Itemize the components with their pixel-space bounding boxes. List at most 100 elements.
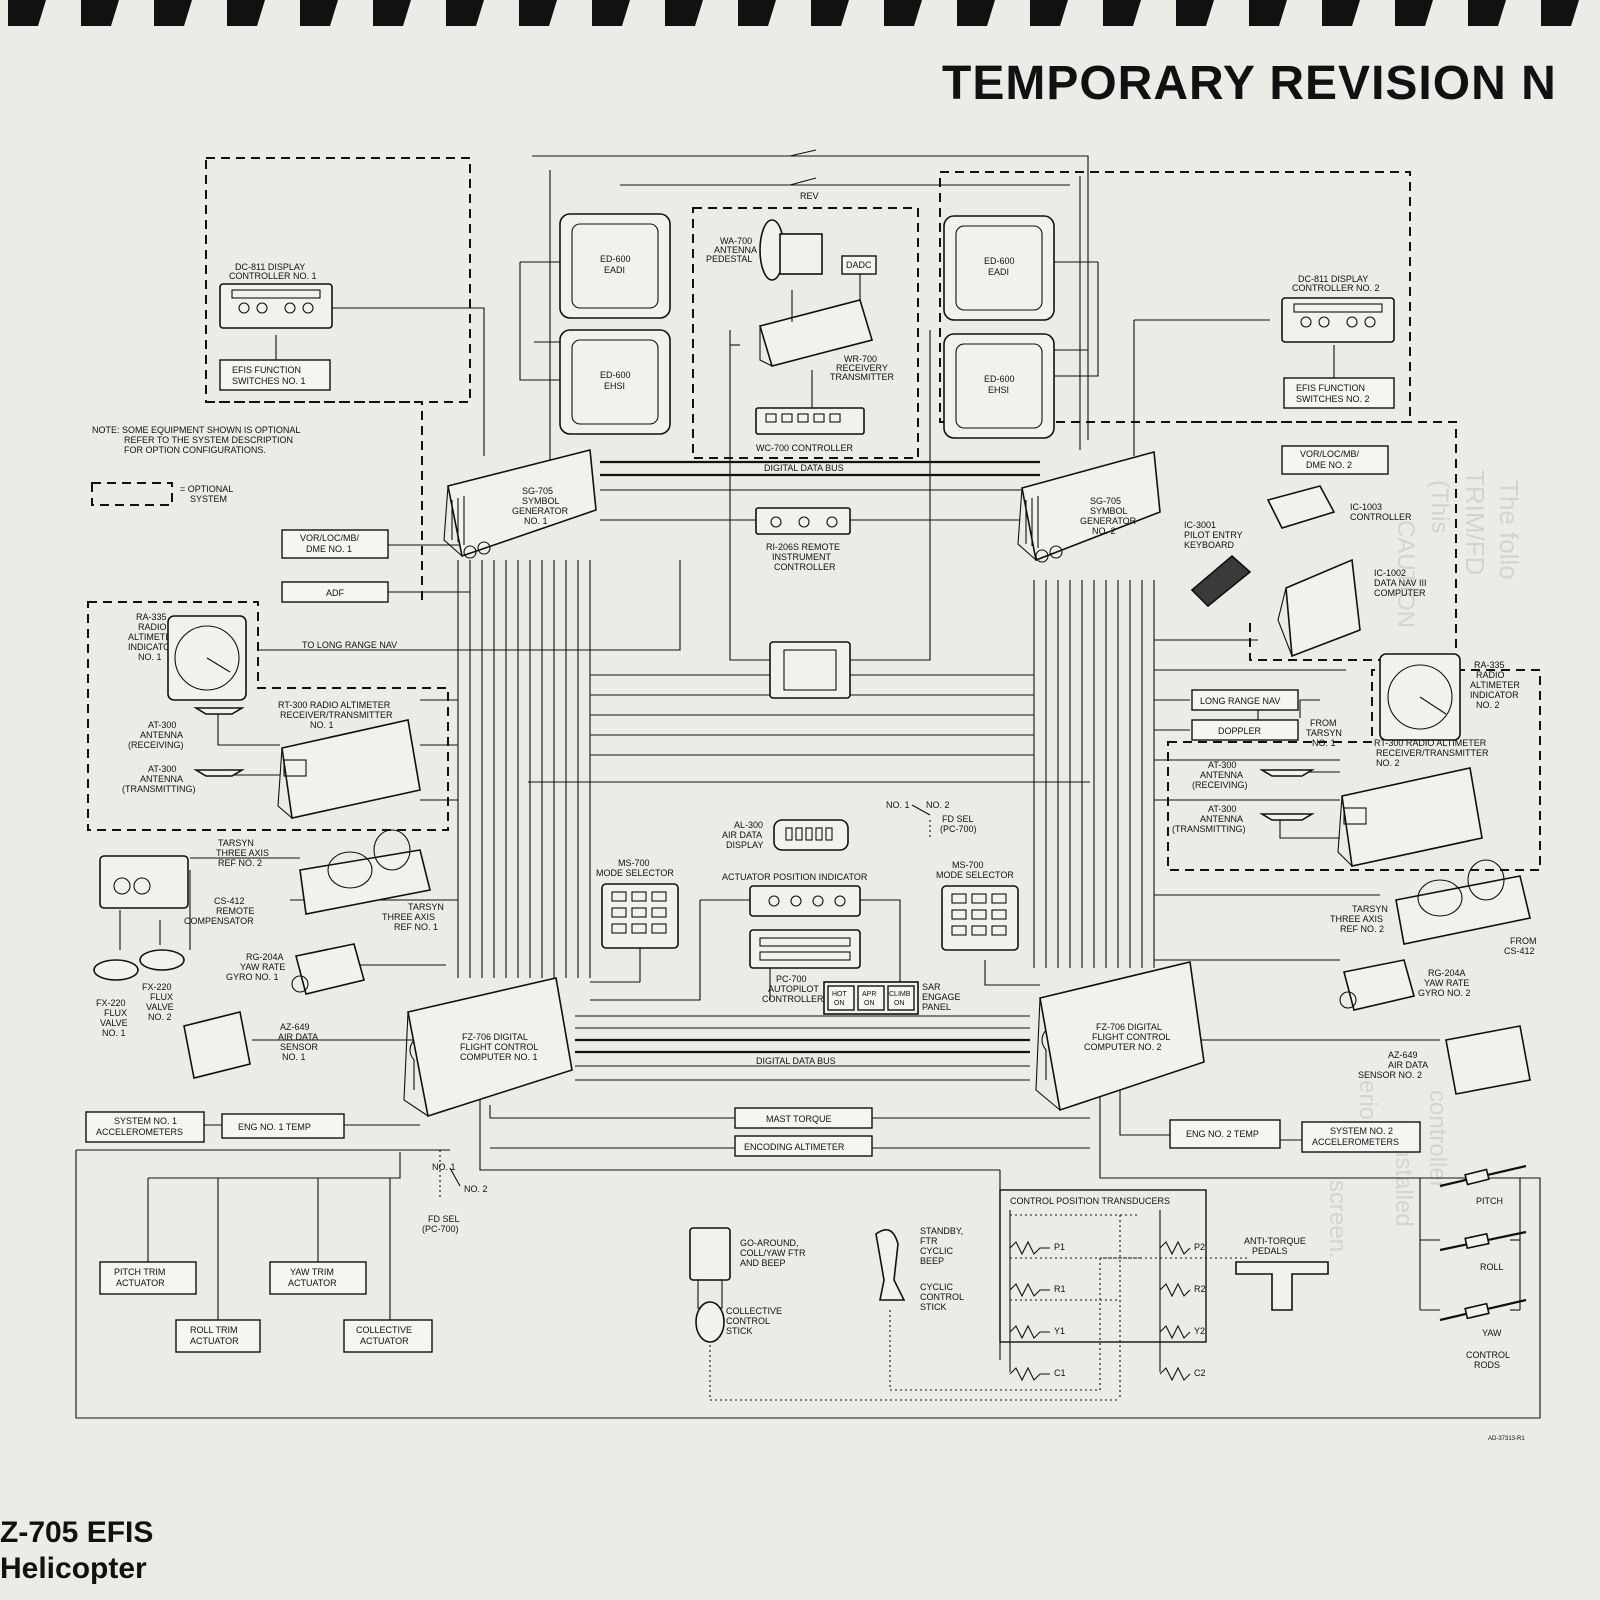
from-tarsyn-no1-label: FROM TARSYN NO. 1 <box>1306 718 1342 748</box>
svg-text:IC-1002: IC-1002 <box>1374 568 1406 578</box>
pc700-autopilot-controller: PC-700 AUTOPILOT CONTROLLER <box>749 929 861 1004</box>
svg-text:NO. 1: NO. 1 <box>524 516 548 526</box>
optional-equipment-note: NOTE: SOME EQUIPMENT SHOWN IS OPTIONAL R… <box>92 425 300 455</box>
svg-text:AT-300: AT-300 <box>1208 804 1236 814</box>
svg-text:YAW TRIM: YAW TRIM <box>290 1267 334 1277</box>
svg-text:SWITCHES NO. 1: SWITCHES NO. 1 <box>232 376 306 386</box>
binding-loop <box>1395 0 1433 26</box>
svg-text:RG-204A: RG-204A <box>246 952 284 962</box>
svg-text:SYSTEM NO. 1: SYSTEM NO. 1 <box>114 1116 177 1126</box>
svg-text:FLIGHT CONTROL: FLIGHT CONTROL <box>1092 1032 1170 1042</box>
svg-text:ADF: ADF <box>326 588 345 598</box>
svg-text:VALVE: VALVE <box>100 1018 128 1028</box>
faint-line: The follo <box>1494 480 1524 580</box>
svg-text:CONTROLLER: CONTROLLER <box>762 994 824 1004</box>
svg-text:CS-412: CS-412 <box>214 896 245 906</box>
svg-text:FTR: FTR <box>920 1236 938 1246</box>
svg-text:COMPUTER NO. 2: COMPUTER NO. 2 <box>1084 1042 1162 1052</box>
at300-antenna-transmitting-1: AT-300 ANTENNA (TRANSMITTING) <box>122 764 245 794</box>
wc700-controller: WC-700 CONTROLLER <box>755 407 865 453</box>
binding-loop <box>519 0 557 26</box>
yaw-trim-actuator: YAW TRIM ACTUATOR <box>269 1261 367 1295</box>
ic1002-data-nav-computer: IC-1002 DATA NAV III COMPUTER <box>1277 558 1427 658</box>
binding-loop <box>373 0 411 26</box>
svg-text:TARSYN: TARSYN <box>1352 904 1388 914</box>
binding-loop <box>1030 0 1068 26</box>
svg-text:STANDBY,: STANDBY, <box>920 1226 963 1236</box>
svg-text:EFIS FUNCTION: EFIS FUNCTION <box>1296 383 1365 393</box>
svg-text:RT-300 RADIO ALTIMETER: RT-300 RADIO ALTIMETER <box>1374 738 1487 748</box>
anti-torque-pedals: ANTI-TORQUE PEDALS <box>1235 1236 1329 1311</box>
svg-text:CONTROLLER NO. 1: CONTROLLER NO. 1 <box>229 271 317 281</box>
svg-text:DME NO. 2: DME NO. 2 <box>1306 460 1352 470</box>
svg-text:FD SEL: FD SEL <box>428 1214 460 1224</box>
svg-text:ON: ON <box>894 1000 905 1007</box>
svg-text:GENERATOR: GENERATOR <box>1080 516 1137 526</box>
svg-text:RECEIVER/TRANSMITTER: RECEIVER/TRANSMITTER <box>1376 748 1489 758</box>
sg2-fz2-bus <box>1033 580 1155 968</box>
svg-text:MODE SELECTOR: MODE SELECTOR <box>596 868 674 878</box>
svg-text:ACTUATOR POSITION INDICATOR: ACTUATOR POSITION INDICATOR <box>722 872 868 882</box>
faint-line: CAUTION <box>1392 520 1419 628</box>
svg-text:NO. 1: NO. 1 <box>310 720 334 730</box>
sar-engage-panel: HOT ON APR ON CLIMB ON SAR ENGAGE PANEL <box>823 981 961 1015</box>
svg-text:COMPENSATOR: COMPENSATOR <box>184 916 254 926</box>
svg-text:EHSI: EHSI <box>988 385 1009 395</box>
svg-text:NOTE: SOME EQUIPMENT SHOWN IS: NOTE: SOME EQUIPMENT SHOWN IS OPTIONAL <box>92 425 300 435</box>
svg-text:AUTOPILOT: AUTOPILOT <box>768 984 819 994</box>
svg-text:Y2: Y2 <box>1194 1326 1205 1336</box>
tarsyn-three-axis-ref-2: TARSYN THREE AXIS REF NO. 2 FROM CS-412 <box>1330 859 1537 956</box>
system-1-accelerometers: SYSTEM NO. 1 ACCELEROMETERS <box>85 1111 205 1143</box>
svg-text:FX-220: FX-220 <box>142 982 172 992</box>
bleed-through-text: The follo TRIM/FD (This CAUTION eriod s … <box>1324 470 1524 1259</box>
svg-text:CYCLIC: CYCLIC <box>920 1282 954 1292</box>
svg-text:GENERATOR: GENERATOR <box>512 506 569 516</box>
svg-text:APR: APR <box>862 991 876 998</box>
svg-text:AZ-649: AZ-649 <box>280 1022 310 1032</box>
svg-text:SG-705: SG-705 <box>522 486 553 496</box>
svg-text:AZ-649: AZ-649 <box>1388 1050 1418 1060</box>
svg-text:TRANSMITTER: TRANSMITTER <box>830 372 894 382</box>
binding-loop <box>1468 0 1506 26</box>
svg-text:COLLECTIVE: COLLECTIVE <box>726 1306 782 1316</box>
svg-text:(TRANSMITTING): (TRANSMITTING) <box>122 784 196 794</box>
svg-text:RADIO: RADIO <box>1476 670 1505 680</box>
eng-2-temp: ENG NO. 2 TEMP <box>1169 1119 1281 1149</box>
svg-text:ANTENNA: ANTENNA <box>140 730 183 740</box>
svg-text:ACCELEROMETERS: ACCELEROMETERS <box>1312 1137 1399 1147</box>
svg-text:PEDESTAL: PEDESTAL <box>706 254 752 264</box>
svg-text:COMPUTER NO. 1: COMPUTER NO. 1 <box>460 1052 538 1062</box>
svg-text:THREE AXIS: THREE AXIS <box>382 912 435 922</box>
svg-text:FD SEL: FD SEL <box>942 814 974 824</box>
svg-text:P2: P2 <box>1194 1242 1205 1252</box>
rt300-radio-altimeter-rt-2: RT-300 RADIO ALTIMETER RECEIVER/TRANSMIT… <box>1337 738 1489 867</box>
adf-box: ADF <box>281 581 389 603</box>
svg-text:NO. 1: NO. 1 <box>282 1052 306 1062</box>
svg-text:REF NO. 1: REF NO. 1 <box>394 922 438 932</box>
svg-text:R2: R2 <box>1194 1284 1206 1294</box>
svg-text:STICK: STICK <box>920 1302 947 1312</box>
long-range-nav-box: LONG RANGE NAV <box>1191 689 1299 711</box>
encoding-altimeter: ENCODING ALTIMETER <box>734 1135 873 1157</box>
binding-loop <box>592 0 630 26</box>
fx220-flux-valve-1: FX-220 FLUX VALVE NO. 1 <box>93 959 139 1038</box>
svg-text:Y1: Y1 <box>1054 1326 1065 1336</box>
binding-loop <box>446 0 484 26</box>
binding-loop <box>1103 0 1141 26</box>
rg204a-yaw-rate-gyro-1: RG-204A YAW RATE GYRO NO. 1 <box>226 943 365 995</box>
system-2-accelerometers: SYSTEM NO. 2 ACCELEROMETERS <box>1301 1121 1421 1153</box>
digital-data-bus-bottom-label: DIGITAL DATA BUS <box>756 1056 836 1066</box>
svg-text:P1: P1 <box>1054 1242 1065 1252</box>
svg-text:AL-300: AL-300 <box>734 820 763 830</box>
at300-antenna-receiving-2: AT-300 ANTENNA (RECEIVING) <box>1192 760 1315 790</box>
svg-text:CLIMB: CLIMB <box>889 991 911 998</box>
svg-text:CYCLIC: CYCLIC <box>920 1246 954 1256</box>
svg-text:IC-3001: IC-3001 <box>1184 520 1216 530</box>
svg-text:ACCELEROMETERS: ACCELEROMETERS <box>96 1127 183 1137</box>
svg-text:CONTROLLER: CONTROLLER <box>1350 512 1412 522</box>
svg-text:FZ-706 DIGITAL: FZ-706 DIGITAL <box>462 1032 528 1042</box>
at300-antenna-transmitting-2: AT-300 ANTENNA (TRANSMITTING) <box>1172 804 1315 834</box>
ed600-ehsi-1: ED-600 EHSI <box>559 329 671 435</box>
svg-text:FOR OPTION CONFIGURATIONS.: FOR OPTION CONFIGURATIONS. <box>124 445 266 455</box>
